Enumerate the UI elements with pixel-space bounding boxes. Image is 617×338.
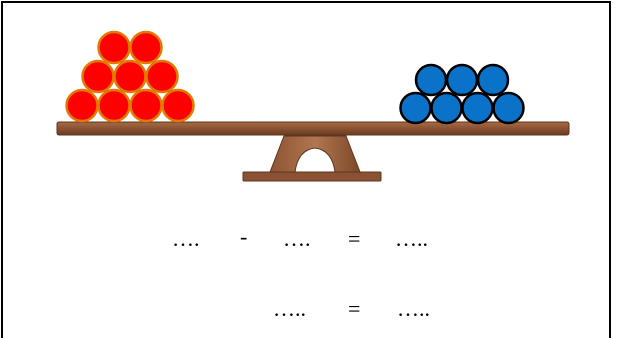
red-ball xyxy=(113,59,147,94)
equation-2-blank-b: ….. xyxy=(397,296,430,321)
blue-ball xyxy=(414,63,448,97)
red-ball xyxy=(97,30,131,65)
equation-1-blank-b: …. xyxy=(283,226,311,251)
red-ball xyxy=(161,88,195,123)
equation-1-blank-a: …. xyxy=(172,226,200,251)
red-ball xyxy=(97,88,131,123)
balance-beam xyxy=(56,121,570,136)
blue-ball xyxy=(461,91,494,125)
equation-2-equals-sign: = xyxy=(348,296,361,321)
blue-ball xyxy=(476,63,510,97)
equation-1-minus-sign: - xyxy=(240,224,248,249)
red-ball xyxy=(65,88,99,123)
equation-1-equals-sign: = xyxy=(348,226,361,251)
equation-2-blank-a: ….. xyxy=(273,296,306,321)
red-ball xyxy=(145,59,179,94)
red-ball xyxy=(129,30,163,65)
blue-ball xyxy=(399,91,432,125)
right-pan-blue-balls xyxy=(399,63,525,125)
red-ball xyxy=(129,88,163,123)
red-ball xyxy=(81,59,115,94)
fulcrum-stand xyxy=(269,135,361,173)
equation-1-blank-result: ….. xyxy=(395,226,428,251)
blue-ball xyxy=(445,63,479,97)
left-pan-red-balls xyxy=(65,30,195,123)
fulcrum-base xyxy=(242,171,382,182)
blue-ball xyxy=(492,91,525,125)
blue-ball xyxy=(430,91,463,125)
